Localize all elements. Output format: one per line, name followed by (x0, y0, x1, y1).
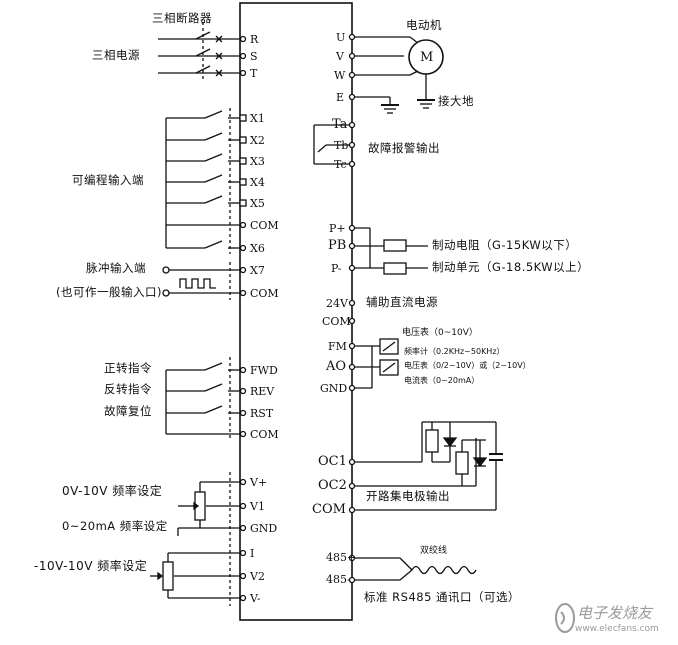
analog-output-wiring (348, 338, 399, 392)
terminal-p-plus: P+ (329, 222, 346, 235)
terminal-ta: Ta (332, 117, 348, 132)
reverse-label: 反转指令 (104, 382, 152, 396)
terminal-x3: X3 (250, 155, 265, 168)
three-phase-input-wiring (158, 22, 247, 80)
terminal-ao: AO (326, 359, 347, 374)
terminal-gnd-left: GND (250, 522, 278, 535)
three-phase-power-label: 三相电源 (92, 48, 140, 62)
terminal-oc2: OC2 (318, 478, 347, 493)
voltmeter-label: 电压表（0~10V） (402, 328, 478, 338)
terminal-rst: RST (250, 407, 274, 420)
brake-resistor-label: 制动电阻（G-15KW以下） (432, 238, 578, 252)
inverter-body (239, 2, 353, 621)
terminal-485-minus: 485- (326, 573, 351, 586)
terminal-pb: PB (328, 238, 347, 253)
voltmeter2-label: 电压表（0/2~10V）或（2~10V） (404, 361, 531, 370)
terminal-v2: V2 (250, 570, 265, 583)
ground-label: 接大地 (438, 94, 474, 108)
watermark-text: 电子发烧友 (577, 604, 653, 622)
terminal-w: W (334, 69, 346, 82)
terminal-x1: X1 (250, 112, 265, 125)
open-collector-label: 开路集电极输出 (366, 489, 450, 503)
terminal-u: U (336, 31, 346, 44)
analog-input-wiring (150, 472, 247, 606)
breaker-label: 三相断路器 (152, 11, 212, 25)
terminal-com-2: COM (250, 287, 279, 300)
brake-unit-label: 制动单元（G-18.5KW以上） (432, 260, 590, 274)
open-collector-wiring (348, 421, 503, 514)
terminal-s: S (250, 50, 258, 63)
terminal-com-right-1: COM (322, 315, 351, 328)
motor-wiring (348, 33, 444, 114)
terminal-oc1: OC1 (318, 454, 347, 469)
freq-set-bipolar-label: -10V-10V 频率设定 (34, 559, 148, 573)
terminal-x5: X5 (250, 197, 265, 210)
terminal-i: I (250, 547, 255, 560)
terminal-x7: X7 (250, 264, 265, 277)
motor-symbol: M (420, 50, 434, 65)
terminal-24v: 24V (326, 297, 348, 310)
motor-label: 电动机 (406, 18, 442, 32)
terminal-x2: X2 (250, 134, 265, 147)
freq-meter-label: 频率计（0.2KHz~50KHz） (404, 347, 505, 356)
pulse-input-label: 脉冲输入端 (86, 261, 146, 275)
terminal-rev: REV (250, 385, 275, 398)
rs485-label: 标准 RS485 通讯口（可选） (364, 590, 521, 604)
terminal-tc: Tc (334, 158, 347, 171)
freq-set-ma-label: 0~20mA 频率设定 (62, 519, 168, 533)
terminal-gnd-right: GND (320, 382, 348, 395)
terminal-p-minus: P- (331, 262, 342, 275)
terminal-com-3: COM (250, 428, 279, 441)
forward-label: 正转指令 (104, 361, 152, 375)
terminal-tb: Tb (334, 139, 349, 152)
run-command-wiring (165, 357, 247, 440)
terminal-v1: V1 (250, 500, 265, 513)
ammeter-label: 电流表（0~20mA） (404, 376, 480, 385)
pulse-input-wiring (162, 262, 247, 300)
aux-dc-label: 辅助直流电源 (366, 295, 438, 309)
terminal-v-plus: V+ (250, 476, 268, 489)
terminal-com-1: COM (250, 219, 279, 232)
terminal-r: R (250, 33, 259, 46)
fault-alarm-label: 故障报警输出 (368, 141, 440, 155)
twisted-pair-label: 双绞线 (420, 546, 448, 556)
brake-wiring (348, 224, 428, 325)
terminal-v: V (336, 50, 344, 63)
fault-reset-label: 故障复位 (104, 404, 152, 418)
terminal-fm: FM (328, 340, 347, 353)
terminal-fwd: FWD (250, 364, 278, 377)
watermark-url: www.elecfans.com (575, 624, 659, 634)
terminal-485-plus: 485+ (326, 551, 357, 564)
freq-set-v-label: 0V-10V 频率设定 (62, 484, 163, 498)
terminal-com-right-2: COM (312, 502, 346, 517)
rs485-wiring (348, 554, 477, 584)
watermark-logo-icon (555, 603, 575, 633)
terminal-x4: X4 (250, 176, 265, 189)
programmable-input-wiring (165, 108, 247, 254)
terminal-t: T (250, 67, 258, 80)
terminal-v-minus: V- (250, 592, 261, 605)
terminal-x6: X6 (250, 242, 265, 255)
fault-relay-wiring (313, 121, 356, 168)
terminal-e: E (336, 91, 345, 104)
pulse-input-note: (也可作一般输入口) (56, 285, 162, 299)
programmable-inputs-label: 可编程输入端 (72, 173, 144, 187)
